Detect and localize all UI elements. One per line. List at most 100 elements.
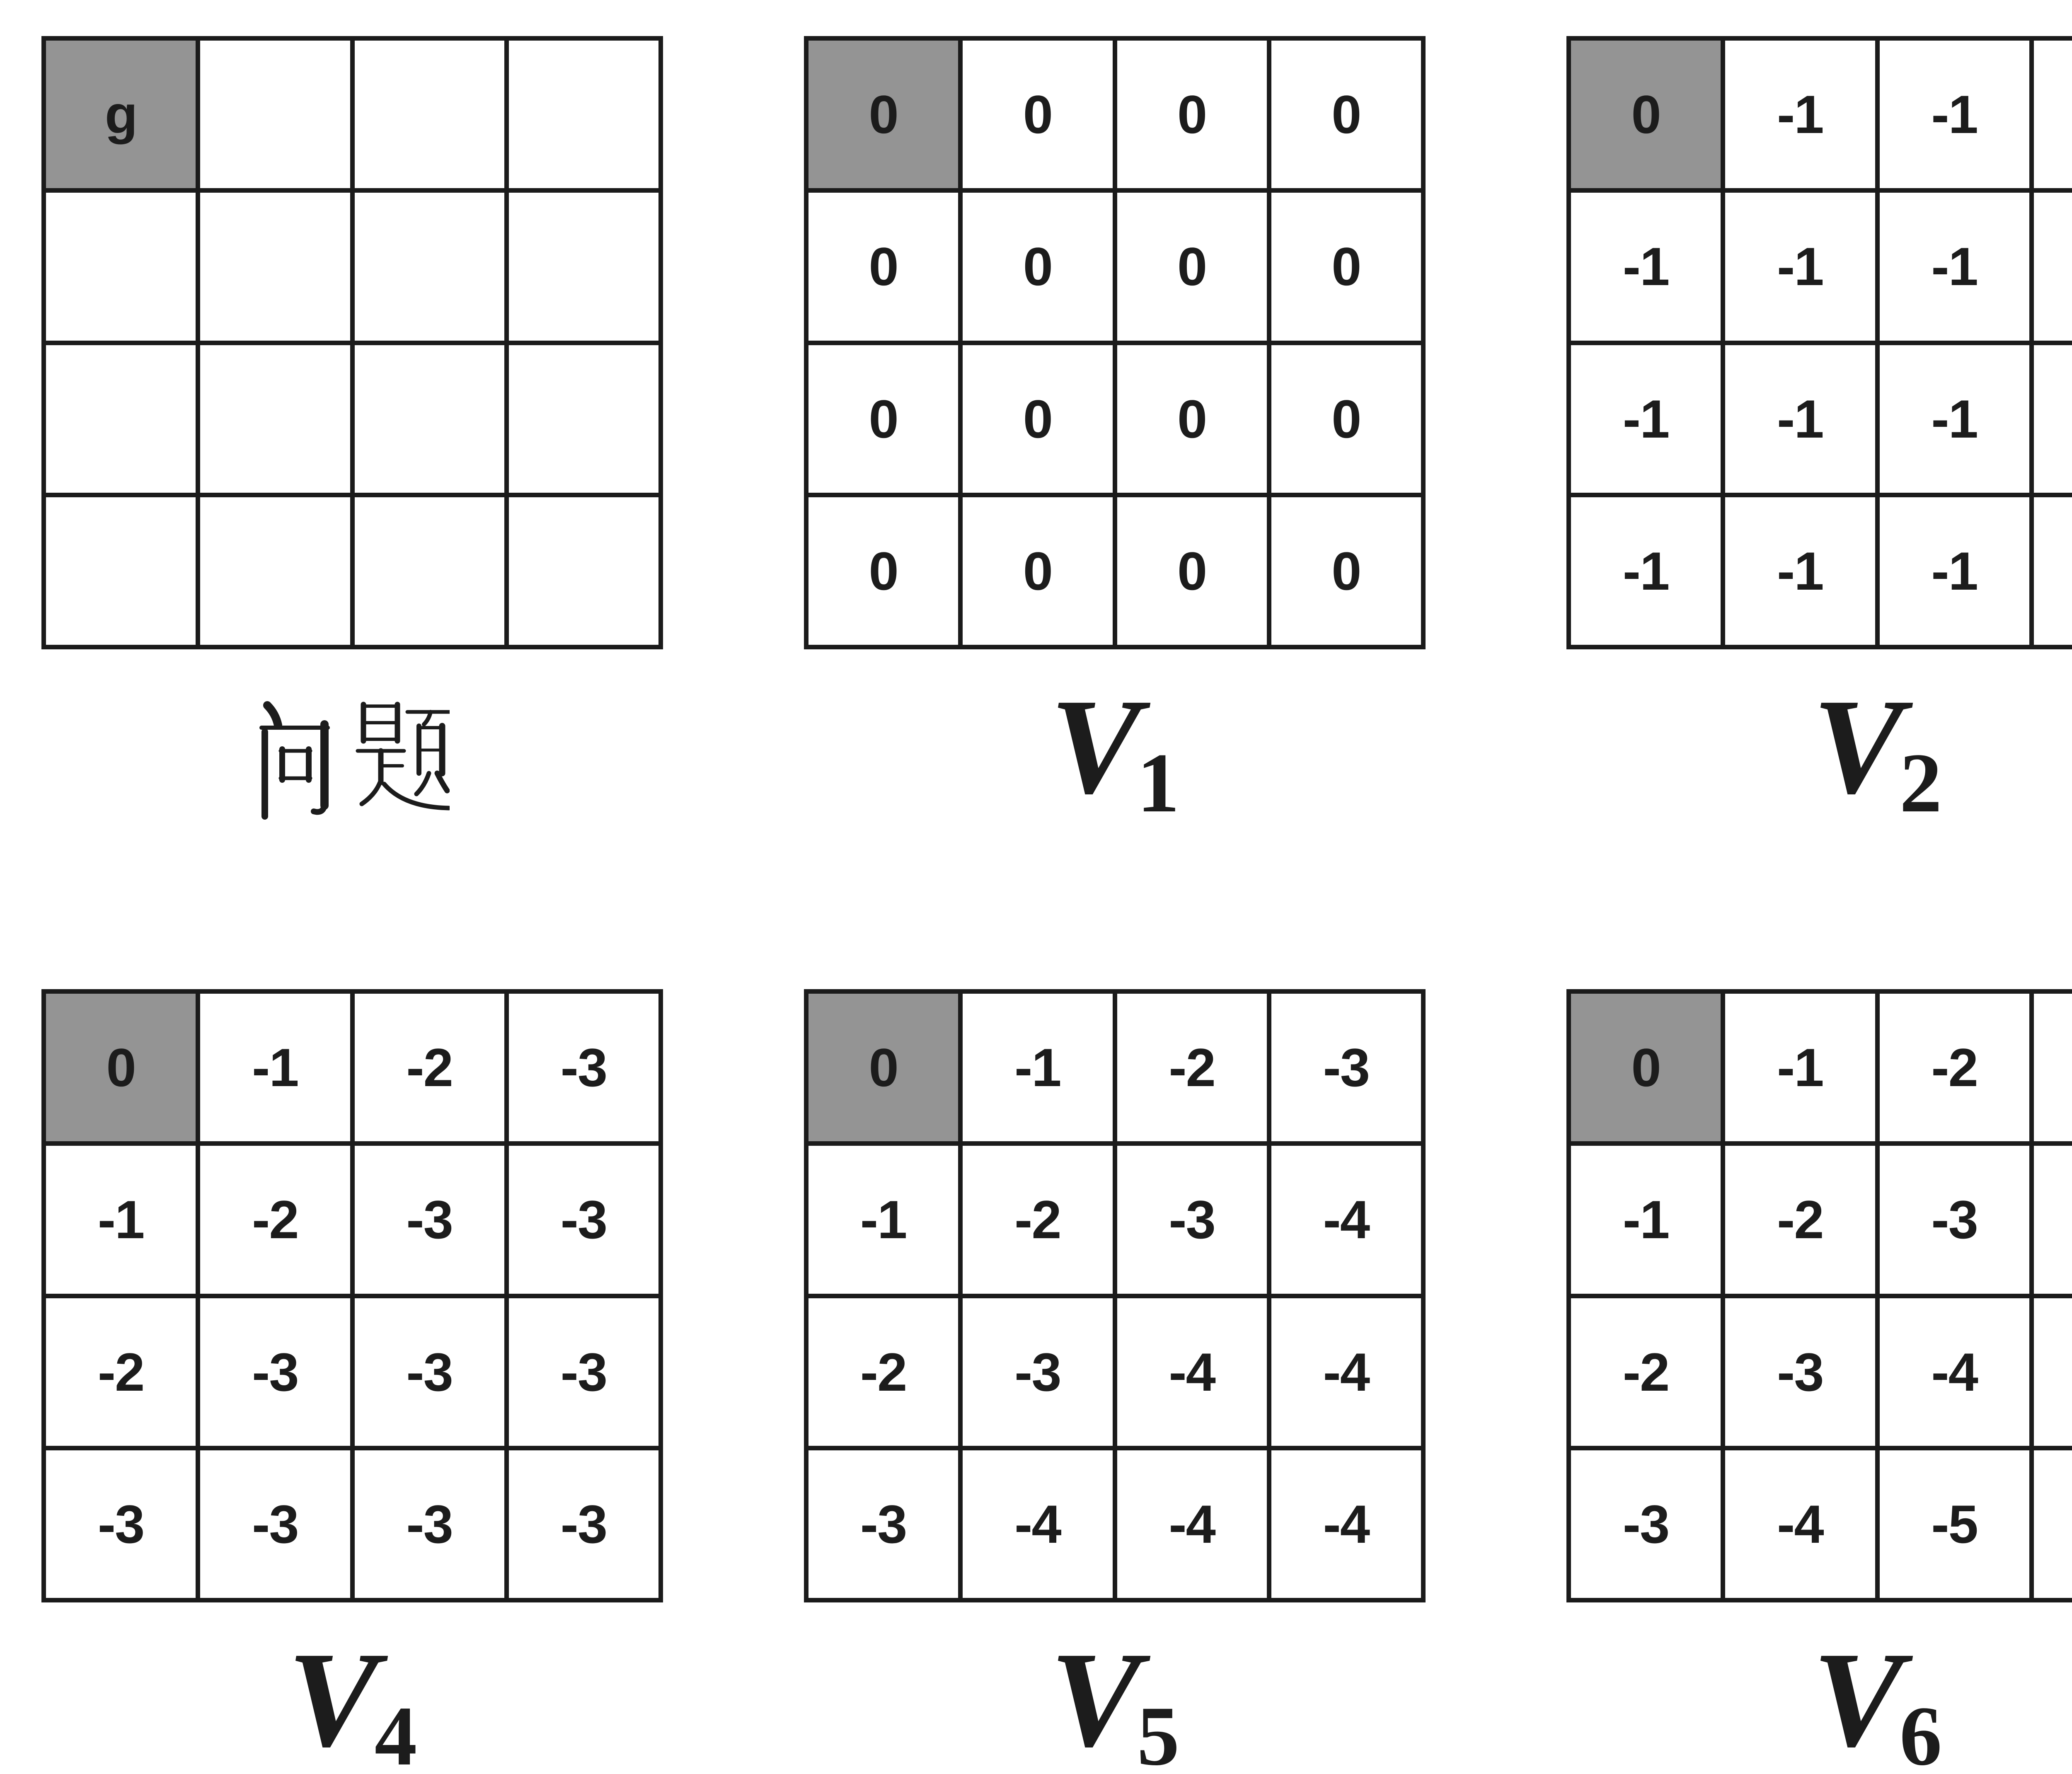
goal-cell: g [46, 41, 196, 189]
grid-cell: 0 [1271, 497, 1421, 645]
grid-cell: 0 [808, 345, 959, 493]
grid-cell: -3 [1571, 1450, 1721, 1598]
grid-cell: -3 [1725, 1298, 1875, 1446]
grid-cell: 0 [1117, 41, 1267, 189]
grid-cell: -1 [1571, 497, 1721, 645]
label-symbol: V [1812, 671, 1904, 822]
label-symbol: V [1812, 1624, 1904, 1774]
value-grid-v2: 0-1-1-1-1-1-1-1-1-1-1-1-1-1-1-1 [1566, 36, 2072, 649]
grid-cell: -2 [354, 994, 504, 1142]
grid-cell: -1 [1879, 497, 2029, 645]
grid-cell: 0 [963, 345, 1113, 493]
grid-cell: -4 [1117, 1450, 1267, 1598]
grid-cell: -3 [46, 1450, 196, 1598]
grid-cell: -5 [1879, 1450, 2029, 1598]
grid-cell [46, 193, 196, 341]
grid-cell: -3 [1879, 1146, 2029, 1294]
grid-cell: -4 [1271, 1450, 1421, 1598]
grid-cell: -2 [1571, 1298, 1721, 1446]
grid-cell: -3 [508, 1298, 658, 1446]
grid-cell: -1 [1725, 345, 1875, 493]
grid-cell [46, 497, 196, 645]
grid-cell: -1 [808, 1146, 959, 1294]
grid-panel-v2: 0-1-1-1-1-1-1-1-1-1-1-1-1-1-1-1 V2 [1566, 36, 2072, 826]
label-subscript: 2 [1899, 736, 1942, 830]
grid-cell: -3 [354, 1450, 504, 1598]
grid-cell: -3 [508, 1450, 658, 1598]
goal-cell: 0 [1571, 41, 1721, 189]
grid-cell: -2 [1117, 994, 1267, 1142]
label-subscript: 6 [1899, 1689, 1942, 1774]
grid-panel-problem: g [41, 36, 663, 821]
grid-cell: -3 [354, 1146, 504, 1294]
grid-cell: -3 [508, 994, 658, 1142]
grid-cell: -1 [1571, 193, 1721, 341]
grid-cell: -4 [1271, 1298, 1421, 1446]
grid-cell: -1 [963, 994, 1113, 1142]
goal-cell: 0 [1571, 994, 1721, 1142]
grid-cell [200, 193, 350, 341]
grid-cell: -1 [1725, 193, 1875, 341]
goal-cell: 0 [46, 994, 196, 1142]
label-subscript: 4 [374, 1689, 417, 1774]
grid-cell: -1 [46, 1146, 196, 1294]
grid-cell: 0 [808, 193, 959, 341]
value-grid-v6: 0-1-2-3-1-2-3-4-2-3-4-5-3-4-5-5 [1566, 989, 2072, 1602]
label-symbol: V [1050, 1624, 1141, 1774]
grid-cell [354, 193, 504, 341]
grid-cell: -1 [2033, 193, 2072, 341]
grid-cell: -3 [1271, 994, 1421, 1142]
grid-cell [354, 41, 504, 189]
grid-cell: 0 [963, 41, 1113, 189]
goal-cell: 0 [808, 994, 959, 1142]
grid-cell: -1 [1879, 193, 2029, 341]
grid-cell: 0 [963, 497, 1113, 645]
grid-cell [354, 345, 504, 493]
grid-cell: -1 [1725, 497, 1875, 645]
grid-cell: -3 [200, 1450, 350, 1598]
grid-cell: -2 [46, 1298, 196, 1446]
grid-cell: -4 [1879, 1298, 2029, 1446]
grid-cell: -1 [1725, 994, 1875, 1142]
problem-grid: g [41, 36, 663, 649]
grid-cell: -1 [2033, 497, 2072, 645]
label-subscript: 1 [1137, 736, 1180, 830]
grid-cell: -3 [354, 1298, 504, 1446]
grid-cell: -2 [963, 1146, 1113, 1294]
value-grid-v4: 0-1-2-3-1-2-3-3-2-3-3-3-3-3-3-3 [41, 989, 663, 1602]
grid-cell: -3 [200, 1298, 350, 1446]
label-symbol: V [287, 1624, 379, 1774]
grid-cell: -2 [1725, 1146, 1875, 1294]
grid-cell [508, 41, 658, 189]
grid-cell: 0 [808, 497, 959, 645]
grid-cell: -4 [1117, 1298, 1267, 1446]
grid-cell: -2 [808, 1298, 959, 1446]
goal-cell: 0 [808, 41, 959, 189]
grid-cell: 0 [1117, 497, 1267, 645]
grid-cell: -3 [808, 1450, 959, 1598]
grid-cell [200, 41, 350, 189]
grid-cell [200, 497, 350, 645]
grid-cell: -4 [1271, 1146, 1421, 1294]
grid-cell: -2 [200, 1146, 350, 1294]
value-grid-v5: 0-1-2-3-1-2-3-4-2-3-4-4-3-4-4-4 [804, 989, 1426, 1602]
label-subscript: 5 [1137, 1689, 1180, 1774]
grid-cell: -4 [963, 1450, 1113, 1598]
grid-cell: 0 [1271, 345, 1421, 493]
grid-cell: 0 [1117, 345, 1267, 493]
grid-cell: -4 [1725, 1450, 1875, 1598]
grid-cell [354, 497, 504, 645]
grid-cell [200, 345, 350, 493]
grid-cell: 0 [1271, 41, 1421, 189]
problem-label: 问题 [41, 701, 663, 821]
grid-cell [508, 193, 658, 341]
grid-cell: -1 [1879, 345, 2029, 493]
grid-cell: -1 [1879, 41, 2029, 189]
